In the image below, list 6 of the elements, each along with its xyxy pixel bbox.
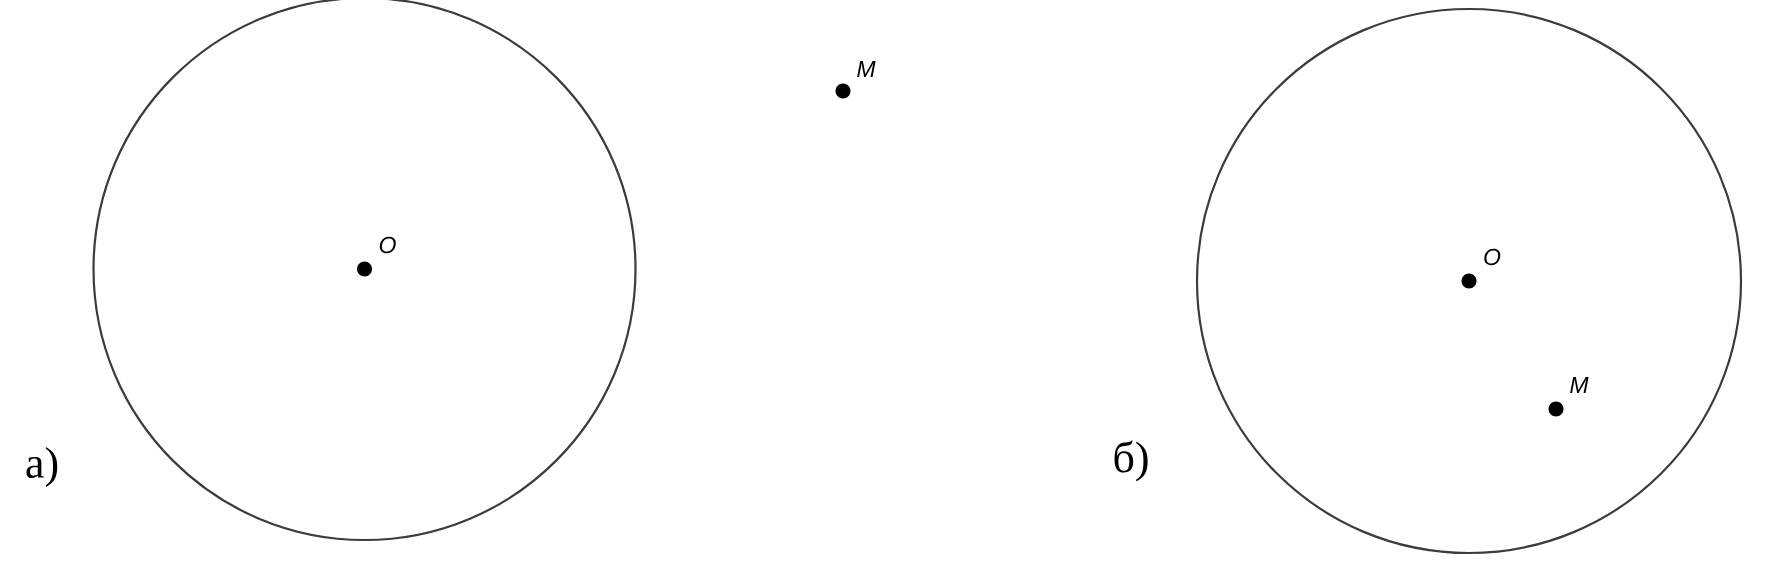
point-label: O [1484, 248, 1501, 266]
panel-label: а) [26, 447, 58, 487]
point-label: M [857, 61, 876, 77]
point-label: O [379, 236, 396, 254]
panel-label: б) [1114, 440, 1148, 482]
point-label: M [1570, 377, 1589, 393]
